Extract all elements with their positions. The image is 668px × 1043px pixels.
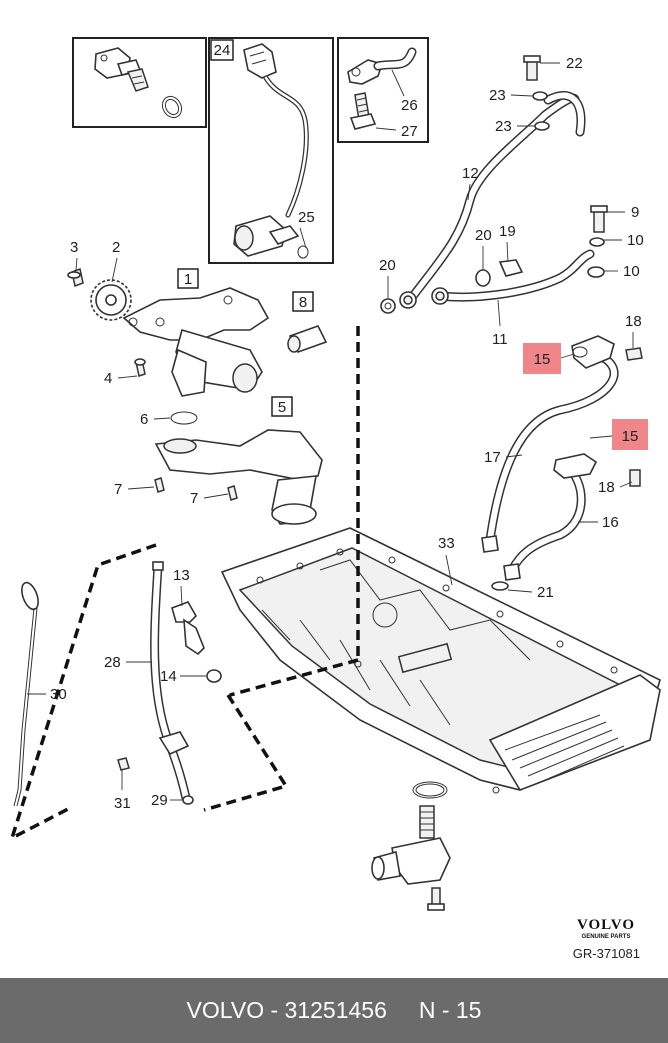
box-label-5: 5 [278, 399, 286, 416]
footer-bar: VOLVO - 31251456 N - 15 [0, 978, 668, 1043]
oil-pan-icon [220, 527, 661, 794]
pipe-bracket-icon [347, 47, 417, 130]
oil-pipe-16 [503, 453, 598, 581]
callout-12: 12 [462, 165, 479, 182]
callout-23-bottom: 23 [495, 118, 512, 135]
callout-21: 21 [537, 584, 554, 601]
callout-10-top: 10 [627, 232, 644, 249]
callout-33: 33 [438, 535, 455, 552]
callout-10-bottom: 10 [623, 263, 640, 280]
callout-16: 16 [602, 514, 619, 531]
callout-7-left: 7 [114, 481, 122, 498]
inset-sensor-box [72, 37, 207, 128]
callout-14: 14 [160, 668, 177, 685]
callout-6: 6 [140, 411, 148, 428]
box-label-24: 24 [214, 42, 231, 59]
box-label-1: 1 [184, 271, 192, 288]
oil-pump-assembly [67, 267, 328, 525]
callout-20-left: 20 [379, 257, 396, 274]
oil-pipe-12 [399, 91, 586, 309]
callout-18-top: 18 [625, 313, 642, 330]
callout-22: 22 [566, 55, 583, 72]
callout-25: 25 [298, 209, 315, 226]
volvo-logo-text: VOLVO [577, 917, 635, 933]
callout-7-right: 7 [190, 490, 198, 507]
diagram-reference: GR-371081 [573, 946, 640, 961]
dipstick-icon [13, 581, 39, 807]
callout-2: 2 [112, 239, 120, 256]
callout-28: 28 [104, 654, 121, 671]
inset-bracket-box: 26 27 [337, 37, 429, 143]
highlight-15-lower [612, 419, 648, 450]
inset-camshaft-sensor-box: 24 25 [208, 37, 334, 264]
callout-11: 11 [492, 331, 508, 348]
callout-26: 26 [401, 97, 418, 114]
callout-13: 13 [173, 567, 190, 584]
callout-18-bottom: 18 [598, 479, 615, 496]
callout-23-top: 23 [489, 87, 506, 104]
callout-31: 31 [114, 795, 131, 812]
oil-pipe-17 [481, 335, 619, 553]
callout-15-upper: 15 [534, 351, 551, 368]
oil-pipe-11 [431, 249, 595, 305]
callout-20-right: 20 [475, 227, 492, 244]
genuine-parts-text: GENUINE PARTS [582, 934, 631, 940]
callout-4: 4 [104, 370, 112, 387]
callout-3: 3 [70, 239, 78, 256]
oil-level-sensor-icon [371, 781, 451, 911]
callout-30: 30 [50, 686, 67, 703]
callout-29: 29 [151, 792, 168, 809]
callout-27: 27 [401, 123, 418, 140]
callout-19: 19 [499, 223, 516, 240]
highlight-15-upper [523, 343, 561, 374]
sprocket-icon [90, 279, 132, 321]
callout-15-lower: 15 [622, 428, 639, 445]
footer-text: VOLVO - 31251456 N - 15 [186, 997, 482, 1023]
dipstick-tube-icon [117, 561, 222, 805]
callout-9: 9 [631, 204, 639, 221]
dashed-link-tube [203, 694, 289, 812]
callout-17: 17 [484, 449, 501, 466]
oil-pressure-sensor-icon [94, 47, 183, 119]
box-label-8: 8 [299, 294, 307, 311]
sensor-connector-icon [233, 43, 309, 259]
